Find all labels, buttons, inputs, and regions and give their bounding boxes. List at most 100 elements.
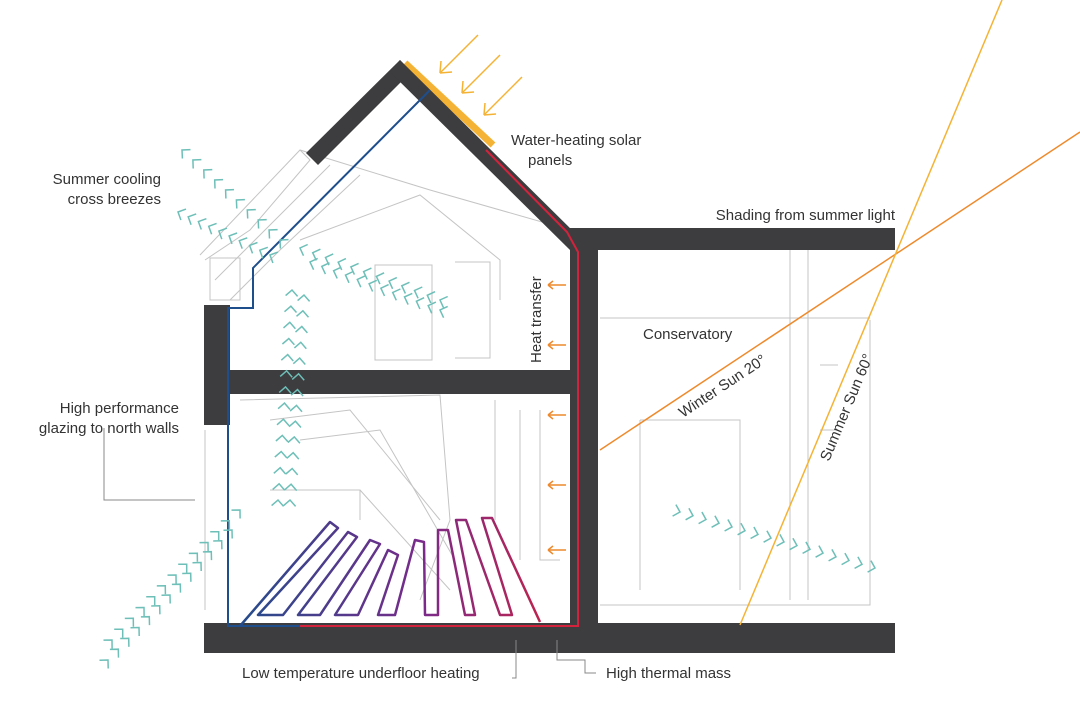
breeze-chevron [235,198,245,209]
heat-transfer-arrows [547,280,566,555]
breeze-chevron [297,293,311,302]
cold-pipe [227,89,431,627]
breeze-chevron [415,297,425,310]
breeze-chevron [763,530,773,543]
breeze-chevron [413,286,423,299]
breeze-chevron [181,148,191,159]
solar-panel [402,60,496,148]
breeze-chevron [698,511,708,525]
breeze-chevron [274,450,288,459]
breeze-chevron [279,238,289,249]
breeze-chevron [275,434,289,443]
breeze-chevron [291,372,305,381]
interior-sketch [199,149,871,610]
breeze-chevron [120,637,130,647]
first-floor-slab [230,370,570,394]
roof-right [390,60,580,250]
breeze-chevron [272,482,286,491]
conservatory-roof [570,228,895,250]
underfloor-leader [512,640,517,679]
breeze-chevron [293,341,307,350]
breeze-chevron [344,270,354,284]
breeze-chevron [400,281,410,294]
breeze-chevron [789,537,799,551]
breeze-chevron [349,262,359,275]
breeze-chevron [177,208,187,221]
breeze-chevron [109,648,120,658]
breeze-chevron [337,257,347,271]
breeze-chevron [220,520,231,530]
glazing-label-line2: glazing to north walls [39,420,179,437]
breeze-chevron [269,251,279,264]
underfloor-heating-label: Low temperature underfloor heating [242,665,480,682]
breeze-chevron [238,237,248,249]
breeze-chevron [379,283,389,297]
breeze-chevron [228,232,238,245]
breeze-chevron [199,541,209,552]
breeze-chevron [427,301,437,314]
breeze-chevron [280,353,294,362]
heat-arrow [547,410,566,420]
breeze-chevron [311,248,321,261]
breeze-chevron [207,222,217,235]
breeze-chevron [867,560,877,573]
breeze-chevron [685,507,695,521]
breeze-chevron [99,659,109,669]
solar-panel-label-line2: panels [528,152,572,169]
breeze-chevron [290,388,304,397]
glazing-leader [103,428,195,501]
solar-panel-label-line1: Water-heating solar [511,132,641,149]
breeze-chevron [231,509,241,519]
breeze-chevron [103,639,113,649]
breeze-chevron [296,309,310,318]
breeze-chevron [124,617,135,627]
heat-arrow [547,480,566,490]
breeze-chevron [292,357,306,365]
winter-sun-label: Winter Sun 20° [676,351,770,421]
cooling-label-line2: cross breezes [68,191,161,208]
breeze-chevron [285,288,299,297]
breeze-chevron [283,498,297,507]
breeze-chevron [299,243,309,257]
breeze-chevron [213,178,224,189]
breeze-chevron [192,158,202,169]
heat-arrow [547,340,566,350]
breeze-chevron [271,498,285,507]
breeze-chevron [854,556,864,570]
breeze-chevron [724,519,734,532]
breeze-chevron [815,545,825,558]
breeze-chevron [426,291,436,304]
heat-transfer-label: Heat transfer [528,276,545,363]
breeze-chevron [277,402,291,410]
breeze-chevron [224,188,235,199]
glazing-label-line1: High performance [60,400,179,417]
breeze-chevron [246,208,256,219]
breeze-chevron [285,467,299,476]
breeze-chevron [151,605,161,615]
breeze-chevron [737,522,747,536]
thermal-mass-label: High thermal mass [606,665,731,682]
cross-breeze-arrows [99,148,877,669]
hot-pipe [300,149,579,627]
sun-ray-arrow [439,34,479,74]
breeze-chevron [828,549,838,562]
breeze-chevron [167,574,177,584]
breeze-chevron [391,288,401,301]
breeze-chevron [213,540,223,550]
breeze-chevron [283,321,296,330]
breeze-chevron [197,217,207,230]
shading-label: Shading from summer light [716,207,896,224]
breeze-chevron [439,305,449,319]
underfloor-heating-coils [239,516,542,627]
breeze-chevron [320,262,330,275]
breeze-chevron [210,530,220,541]
breeze-chevron [178,563,188,573]
breeze-chevron [188,552,199,562]
breeze-chevron [203,168,213,179]
breeze-chevron [281,337,295,346]
breeze-chevron [182,572,192,582]
breeze-chevron [284,305,298,313]
breeze-chevron [287,435,301,444]
breeze-chevron [841,552,851,566]
breeze-chevron [362,267,372,280]
